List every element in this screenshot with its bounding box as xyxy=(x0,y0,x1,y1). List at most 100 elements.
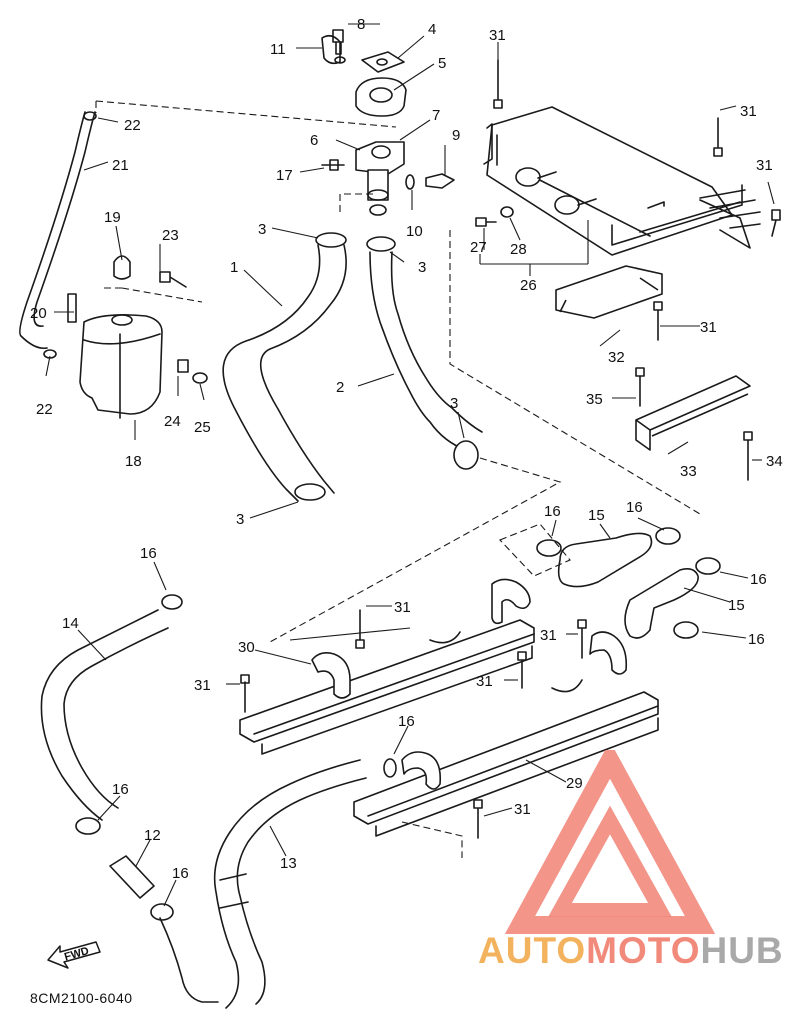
clip-22-top xyxy=(83,111,97,121)
callout-25: 25 xyxy=(194,419,211,436)
clamp-3b xyxy=(366,236,396,252)
callout-35: 35 xyxy=(586,391,603,408)
leader-lines xyxy=(45,23,775,907)
washer-28 xyxy=(500,206,514,218)
clamp-16g xyxy=(383,758,397,778)
hose-20 xyxy=(67,293,77,323)
hose-13-inner xyxy=(236,777,367,1005)
hose-13-tail xyxy=(159,917,219,1003)
bolt-31g xyxy=(577,619,587,659)
bracket-11 xyxy=(321,34,341,65)
bolt-31d xyxy=(653,301,663,341)
watermark-part-hub: HUB xyxy=(700,930,784,971)
callout-4: 4 xyxy=(428,21,436,38)
hose-1-outer xyxy=(222,244,321,502)
callout-16b: 16 xyxy=(112,781,129,798)
clamp-16f xyxy=(673,621,699,639)
port-right xyxy=(554,195,580,215)
clamp-16a xyxy=(161,594,183,610)
outlet-nipple xyxy=(369,204,387,216)
clamp-16h xyxy=(150,903,174,921)
watermark-part-moto: MOTO xyxy=(586,930,701,971)
hose-15-upper xyxy=(557,532,653,588)
hose-14-outer xyxy=(40,609,159,821)
callout-16a: 16 xyxy=(140,545,157,562)
hose-13-outer xyxy=(213,759,361,1009)
callout-22b: 22 xyxy=(36,401,53,418)
sensor-9 xyxy=(425,173,455,189)
callout-19: 19 xyxy=(104,209,121,226)
callout-34: 34 xyxy=(766,453,783,470)
callout-15a: 15 xyxy=(588,507,605,524)
callout-30: 30 xyxy=(238,639,255,656)
joint-12 xyxy=(109,855,155,899)
bolt-8 xyxy=(332,29,344,55)
callout-31a: 31 xyxy=(489,27,506,44)
pipe-29-elbow xyxy=(401,751,442,790)
cap-19 xyxy=(113,255,131,280)
callout-9: 9 xyxy=(452,127,460,144)
bolt-23 xyxy=(159,271,187,288)
callout-18: 18 xyxy=(125,453,142,470)
callout-31b: 31 xyxy=(740,103,757,120)
hose-15-lower xyxy=(624,568,699,639)
callout-31c: 31 xyxy=(756,157,773,174)
callout-33: 33 xyxy=(680,463,697,480)
bolt-27 xyxy=(475,217,497,227)
callout-1: 1 xyxy=(230,259,238,276)
callout-2: 2 xyxy=(336,379,344,396)
callout-15b: 15 xyxy=(728,597,745,614)
grommet-24 xyxy=(177,359,189,373)
clamp-16c xyxy=(536,539,562,557)
clamp-16d xyxy=(655,527,681,545)
callout-31e: 31 xyxy=(394,599,411,616)
bolt-34 xyxy=(743,431,753,481)
callout-12: 12 xyxy=(144,827,161,844)
callout-23: 23 xyxy=(162,227,179,244)
tank-18 xyxy=(79,314,163,415)
callout-16e: 16 xyxy=(750,571,767,588)
hose-1-inner xyxy=(259,244,347,494)
pipe-30-end xyxy=(491,578,531,625)
pipe-30-elbow xyxy=(311,652,351,699)
callout-22a: 22 xyxy=(124,117,141,134)
callout-11: 11 xyxy=(270,41,286,58)
callout-16h: 16 xyxy=(172,865,189,882)
callout-26: 26 xyxy=(520,277,537,294)
callout-7: 7 xyxy=(432,107,440,124)
callout-17: 17 xyxy=(276,167,293,184)
callout-8: 8 xyxy=(357,16,365,33)
callout-31d: 31 xyxy=(700,319,717,336)
bolt-31a xyxy=(493,59,503,109)
callout-3b: 3 xyxy=(418,259,426,276)
clamp-16e xyxy=(695,557,721,575)
bolt-31c xyxy=(771,209,781,237)
watermark-text: AUTOMOTOHUB xyxy=(478,930,784,972)
thermostat-assembly xyxy=(321,29,455,216)
bolt-31h xyxy=(517,651,527,689)
callout-31g: 31 xyxy=(540,627,557,644)
clamp-3d xyxy=(453,440,479,470)
bolt-31b xyxy=(713,117,723,157)
pipe-29 xyxy=(353,631,659,837)
bolt-31i xyxy=(473,799,483,839)
callout-10: 10 xyxy=(406,223,423,240)
clamp-3c xyxy=(294,483,326,501)
bolt-31e xyxy=(355,609,365,649)
callout-3a: 3 xyxy=(258,221,266,238)
hose-2-inner xyxy=(390,251,483,433)
reservoir-tank xyxy=(19,111,208,419)
pipe-29-end xyxy=(589,631,628,675)
callout-3c: 3 xyxy=(236,511,244,528)
pipe-30 xyxy=(239,578,535,755)
callout-32: 32 xyxy=(608,349,625,366)
callout-31f: 31 xyxy=(194,677,211,694)
hose-2-outer xyxy=(369,251,467,451)
callout-labels: 8 11 4 5 6 7 9 17 10 31 31 31 27 28 26 3… xyxy=(30,16,783,882)
callout-16c: 16 xyxy=(544,503,561,520)
callout-13: 13 xyxy=(280,855,297,872)
fwd-label: FWD xyxy=(63,945,90,963)
callout-31i: 31 xyxy=(514,801,531,818)
callout-24: 24 xyxy=(164,413,181,430)
